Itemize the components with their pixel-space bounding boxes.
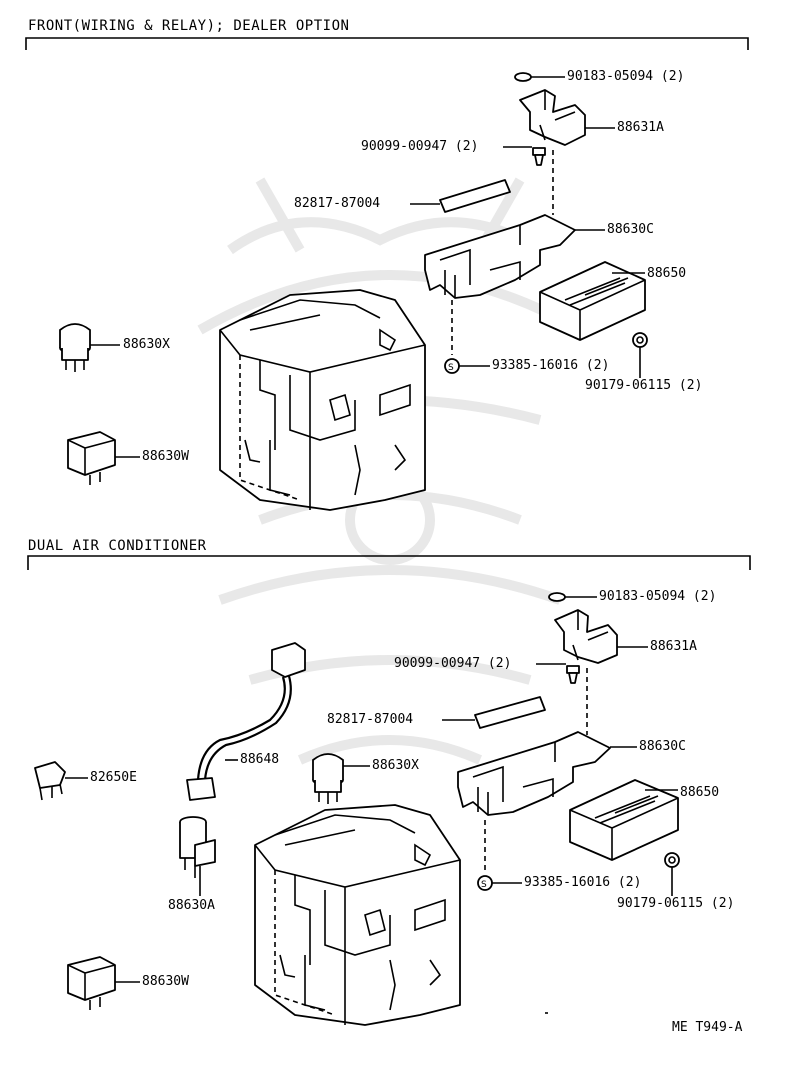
label-holder-1: 88630C [607,222,654,237]
bolt-part [536,663,580,684]
section-title-front: FRONT(WIRING & RELAY); DEALER OPTION [28,18,350,34]
svg-text:S: S [481,880,487,890]
relay-square-part [67,431,140,485]
clip-part: S [477,875,522,891]
label-tape-2: 82817-87004 [327,712,414,727]
relay-round-part [312,753,370,804]
section-title-dual-ac: DUAL AIR CONDITIONER [28,538,207,554]
svg-text:S: S [448,363,454,373]
label-bracket-1: 88631A [617,120,664,135]
diagram-code: ME T949-A [672,1020,743,1035]
wire-harness-part [186,642,306,801]
tape-part [442,696,546,729]
label-nut-2: 90179-06115 (2) [617,896,735,911]
relay-block-part [219,289,426,511]
label-tape-1: 82817-87004 [294,196,381,211]
tape-part [410,179,511,213]
washer-part [514,72,565,82]
washer-part [548,592,597,602]
label-relay-cyl-2: 88630A [168,898,215,913]
nut-part [632,332,648,378]
label-clip-1: 93385-16016 (2) [492,358,610,373]
bracket-part [554,609,648,664]
clip-part: S [444,358,490,374]
label-relay-square-2: 88630W [142,974,189,989]
relay-square-part [67,956,140,1010]
label-holder-2: 88630C [639,739,686,754]
label-bolt-1: 90099-00947 (2) [361,139,479,154]
label-bolt-2: 90099-00947 (2) [394,656,512,671]
label-relay-round-1: 88630X [123,337,170,352]
label-washer-2: 90183-05094 (2) [599,589,717,604]
amplifier-part [539,261,646,341]
holder-part [457,731,637,816]
label-switch-2: 82650E [90,770,137,785]
bracket-part [519,89,615,146]
holder-part [424,214,605,299]
label-washer-1: 90183-05094 (2) [567,69,685,84]
label-clip-2: 93385-16016 (2) [524,875,642,890]
relay-cylinder-part [179,816,216,896]
switch-part [34,761,88,801]
amplifier-part [569,779,679,861]
label-nut-1: 90179-06115 (2) [585,378,703,393]
label-amplifier-2: 88650 [680,785,720,800]
nut-part [664,852,680,896]
bolt-part [503,146,546,166]
label-amplifier-1: 88650 [647,266,687,281]
label-bracket-2: 88631A [650,639,697,654]
label-relay-square-1: 88630W [142,449,189,464]
label-wire-2: 88648 [240,752,280,767]
relay-block-part [254,804,461,1026]
label-relay-round-2: 88630X [372,758,419,773]
relay-round-part [59,323,120,372]
